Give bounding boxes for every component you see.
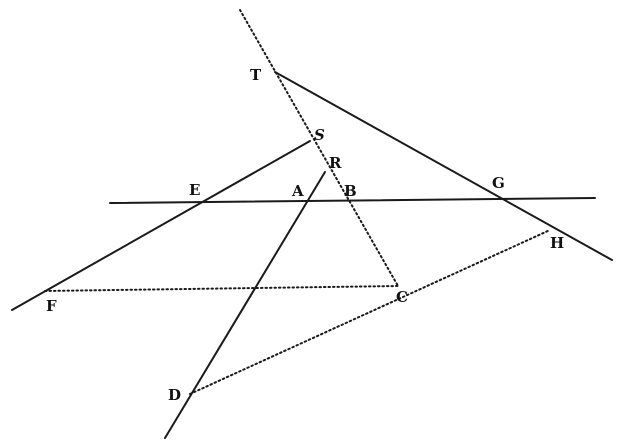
line-D-C-H [189, 229, 551, 395]
line-F-C [44, 285, 399, 292]
label-H: H [550, 234, 564, 252]
label-C: C [396, 288, 408, 306]
line-R-D [164, 171, 326, 439]
label-R: R [329, 154, 342, 172]
label-G: G [492, 174, 505, 192]
label-S: S [314, 126, 325, 144]
label-E: E [189, 181, 200, 199]
line-E-A-B-G [109, 197, 596, 204]
line-T-G-H [274, 71, 613, 261]
label-T: T [250, 66, 262, 84]
label-B: B [344, 182, 357, 200]
label-D: D [168, 386, 181, 404]
label-F: F [46, 297, 57, 315]
line-S-E-F [11, 140, 311, 311]
label-A: A [291, 182, 304, 200]
line-through-T-S-B-C [239, 9, 399, 287]
